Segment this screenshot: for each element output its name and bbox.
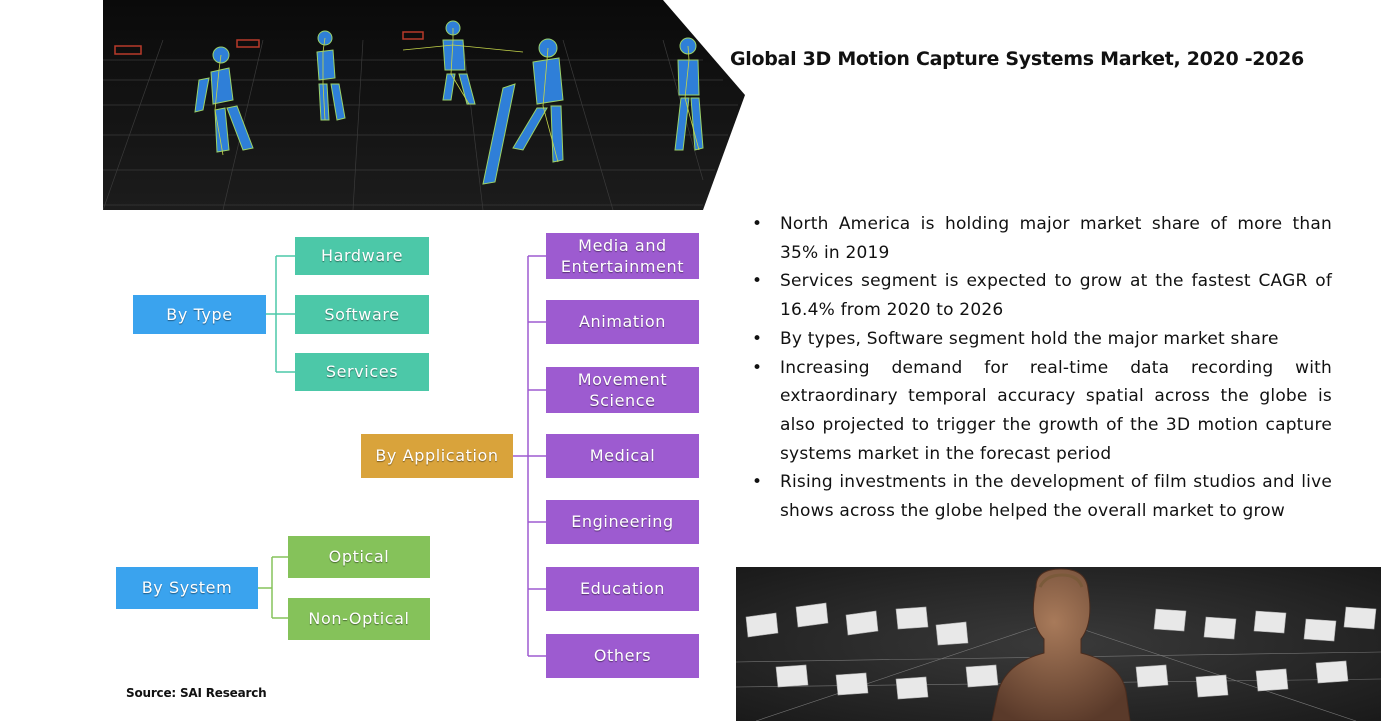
by-application-label: By Application: [361, 434, 513, 478]
application-medical: Medical: [546, 434, 699, 478]
highlight-item: Services segment is expected to grow at …: [752, 267, 1332, 324]
type-software: Software: [295, 295, 429, 334]
source-note: Source: SAI Research: [126, 686, 267, 700]
type-hardware: Hardware: [295, 237, 429, 275]
application-others: Others: [546, 634, 699, 678]
highlight-item: Rising investments in the development of…: [752, 468, 1332, 525]
system-non-optical: Non-Optical: [288, 598, 430, 640]
application-animation: Animation: [546, 300, 699, 344]
application-media-entertainment: Media and Entertainment: [546, 233, 699, 279]
highlight-item: Increasing demand for real-time data rec…: [752, 354, 1332, 469]
highlight-item: North America is holding major market sh…: [752, 210, 1332, 267]
application-engineering: Engineering: [546, 500, 699, 544]
system-optical: Optical: [288, 536, 430, 578]
bust-scan-image: [736, 567, 1381, 721]
highlight-item: By types, Software segment hold the majo…: [752, 325, 1332, 354]
application-movement-science: Movement Science: [546, 367, 699, 413]
type-services: Services: [295, 353, 429, 391]
by-system-label: By System: [116, 567, 258, 609]
market-highlights-list: North America is holding major market sh…: [752, 210, 1332, 526]
application-education: Education: [546, 567, 699, 611]
page-title: Global 3D Motion Capture Systems Market,…: [730, 48, 1304, 70]
by-type-label: By Type: [133, 295, 266, 334]
motion-capture-image: [103, 0, 745, 210]
